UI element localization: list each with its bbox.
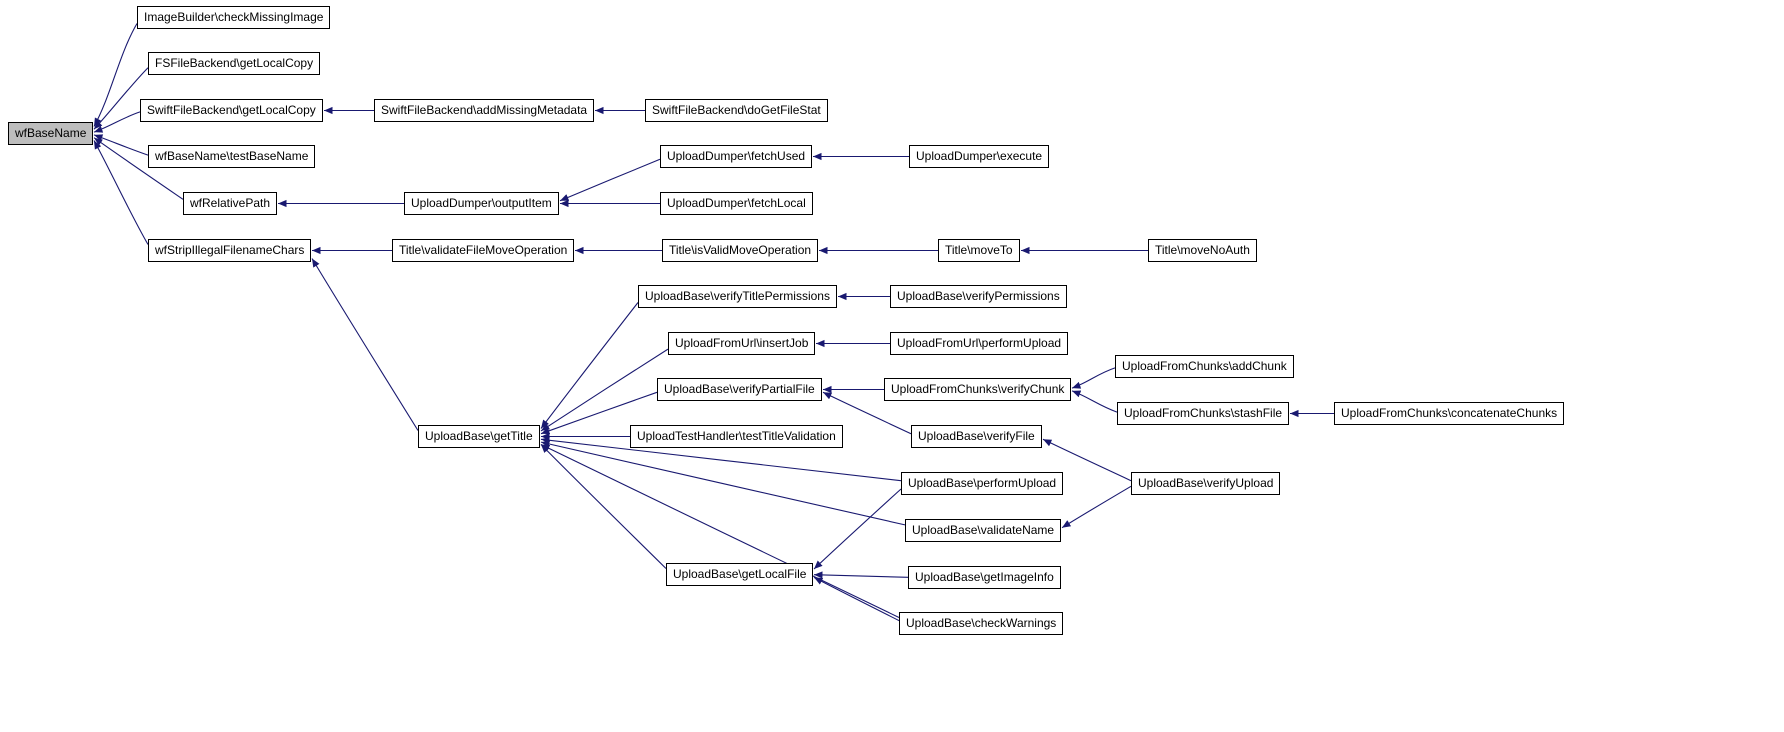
graph-node-swiftfilebackend-getlocalcopy[interactable]: SwiftFileBackend\getLocalCopy: [140, 99, 323, 122]
edge-uploadbase-verifyfile-to-uploadbase-verifypartialfile: [822, 391, 912, 435]
edge-uploadbase-verifyupload-to-uploadbase-validatename: [1061, 485, 1132, 529]
edge-wfstripillegalfilenamechars-to-wfbasename: [93, 140, 149, 245]
graph-node-uploadbase-verifypartialfile[interactable]: UploadBase\verifyPartialFile: [657, 378, 822, 401]
graph-node-uploadbase-verifyupload[interactable]: UploadBase\verifyUpload: [1131, 472, 1281, 495]
graph-node-wfstripillegalfilenamechars[interactable]: wfStripIllegalFilenameChars: [148, 239, 312, 262]
graph-node-uploadfromurl-insertjob[interactable]: UploadFromUrl\insertJob: [668, 332, 816, 355]
graph-node-uploaddumper-fetchlocal[interactable]: UploadDumper\fetchLocal: [660, 192, 813, 215]
graph-node-uploadfromchunks-stashfile[interactable]: UploadFromChunks\stashFile: [1117, 402, 1290, 425]
graph-node-uploadbase-validatename[interactable]: UploadBase\validateName: [905, 519, 1062, 542]
edge-uploadbase-gettitle-to-wfstripillegalfilenamechars: [311, 258, 419, 431]
edge-swiftfilebackend-getlocalcopy-to-wfbasename: [93, 111, 141, 133]
graph-node-uploadbase-verifyfile[interactable]: UploadBase\verifyFile: [911, 425, 1042, 448]
graph-node-title-moveto[interactable]: Title\moveTo: [938, 239, 1020, 262]
edge-uploaddumper-fetchused-to-uploaddumper-outputitem: [559, 158, 661, 202]
edge-uploadbase-verifypartialfile-to-uploadbase-gettitle: [540, 391, 658, 435]
edge-uploadbase-getlocalfile-to-uploadbase-gettitle: [540, 444, 667, 569]
graph-node-swiftfilebackend-dogetfilestat[interactable]: SwiftFileBackend\doGetFileStat: [645, 99, 828, 122]
edge-uploadbase-performupload-to-uploadbase-getlocalfile: [813, 488, 902, 570]
graph-node-title-movenoauth[interactable]: Title\moveNoAuth: [1148, 239, 1257, 262]
edge-uploadfromurl-insertjob-to-uploadbase-gettitle: [540, 348, 669, 432]
graph-node-imagebuilder-checkmissingimage[interactable]: ImageBuilder\checkMissingImage: [137, 6, 331, 29]
edge-wfrelativepath-to-wfbasename: [93, 137, 184, 200]
edge-uploadfromchunks-stashfile-to-uploadfromchunks-verifychunk: [1071, 390, 1118, 413]
graph-node-wfrelativepath[interactable]: wfRelativePath: [183, 192, 278, 215]
graph-node-uploadbase-verifytitlepermissions[interactable]: UploadBase\verifyTitlePermissions: [638, 285, 837, 308]
graph-node-uploaddumper-execute[interactable]: UploadDumper\execute: [909, 145, 1050, 168]
graph-node-uploadfromchunks-addchunk[interactable]: UploadFromChunks\addChunk: [1115, 355, 1294, 378]
graph-node-uploadbase-performupload[interactable]: UploadBase\performUpload: [901, 472, 1064, 495]
graph-node-uploadbase-gettitle[interactable]: UploadBase\getTitle: [418, 425, 540, 448]
graph-node-wfbasename: wfBaseName: [8, 122, 94, 145]
edge-uploadbase-verifytitlepermissions-to-uploadbase-gettitle: [540, 302, 639, 429]
edge-uploadbase-validatename-to-uploadbase-gettitle: [540, 440, 906, 526]
edge-uploadbase-checkwarnings-to-uploadbase-gettitle: [540, 444, 900, 618]
graph-node-uploadbase-getlocalfile[interactable]: UploadBase\getLocalFile: [666, 563, 814, 586]
edge-uploadbase-checkwarnings-to-uploadbase-getlocalfile: [813, 576, 900, 622]
edge-uploadbase-performupload-to-uploadbase-gettitle: [540, 436, 902, 482]
edge-imagebuilder-checkmissingimage-to-wfbasename: [93, 23, 138, 127]
graph-node-uploaddumper-fetchused[interactable]: UploadDumper\fetchUsed: [660, 145, 813, 168]
graph-node-fsfilebackend-getlocalcopy[interactable]: FSFileBackend\getLocalCopy: [148, 52, 321, 75]
graph-node-uploadfromchunks-concatenatechunks[interactable]: UploadFromChunks\concatenateChunks: [1334, 402, 1565, 425]
edge-wfbasename-testbasename-to-wfbasename: [93, 134, 149, 156]
graph-node-uploadfromchunks-verifychunk[interactable]: UploadFromChunks\verifyChunk: [884, 378, 1072, 401]
graph-node-title-validatefilemoveoperation[interactable]: Title\validateFileMoveOperation: [392, 239, 575, 262]
graph-node-wfbasename-testbasename[interactable]: wfBaseName\testBaseName: [148, 145, 316, 168]
graph-node-uploadbase-checkwarnings[interactable]: UploadBase\checkWarnings: [899, 612, 1064, 635]
graph-node-uploadbase-verifypermissions[interactable]: UploadBase\verifyPermissions: [890, 285, 1067, 308]
graph-node-uploadbase-getimageinfo[interactable]: UploadBase\getImageInfo: [908, 566, 1061, 589]
edge-uploadfromchunks-addchunk-to-uploadfromchunks-verifychunk: [1071, 367, 1116, 389]
graph-node-title-isvalidmoveoperation[interactable]: Title\isValidMoveOperation: [662, 239, 819, 262]
graph-node-uploaddumper-outputitem[interactable]: UploadDumper\outputItem: [404, 192, 559, 215]
edge-uploadbase-getimageinfo-to-uploadbase-getlocalfile: [813, 571, 909, 579]
edge-fsfilebackend-getlocalcopy-to-wfbasename: [93, 67, 149, 130]
graph-node-uploadtesthandler-testtitlevalidation[interactable]: UploadTestHandler\testTitleValidation: [630, 425, 843, 448]
graph-node-uploadfromurl-performupload[interactable]: UploadFromUrl\performUpload: [890, 332, 1069, 355]
graph-node-swiftfilebackend-addmissingmetadata[interactable]: SwiftFileBackend\addMissingMetadata: [374, 99, 595, 122]
edge-uploadbase-verifyupload-to-uploadbase-verifyfile: [1042, 438, 1132, 482]
